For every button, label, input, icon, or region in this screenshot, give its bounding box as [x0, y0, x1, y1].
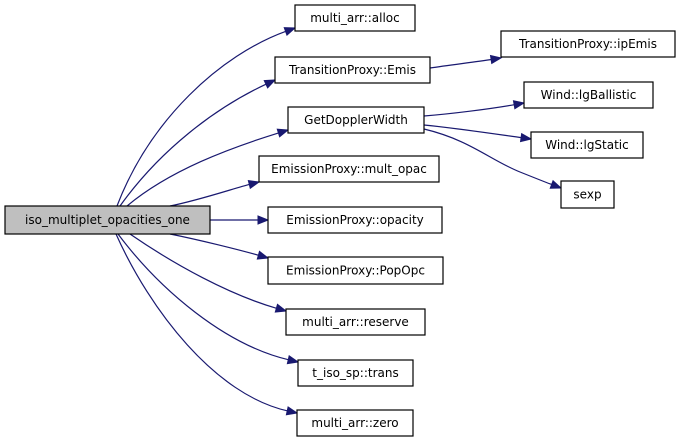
node-label: EmissionProxy::opacity [286, 213, 424, 227]
node-mult_opac[interactable]: EmissionProxy::mult_opac [258, 155, 440, 183]
node-box [296, 409, 414, 437]
node-opacity[interactable]: EmissionProxy::opacity [267, 206, 443, 234]
node-ipemis[interactable]: TransitionProxy::ipEmis [500, 30, 676, 58]
node-label: sexp [573, 188, 601, 202]
node-sexp[interactable]: sexp [560, 180, 615, 209]
edge-root-alloc [116, 27, 297, 207]
arrowhead-icon [549, 179, 563, 189]
edge-line [115, 233, 289, 412]
node-label: iso_multiplet_opacities_one [25, 213, 190, 227]
node-label: multi_arr::zero [311, 416, 398, 430]
edge-root-mult_opac [169, 179, 261, 207]
node-box [258, 155, 440, 183]
edge-root-opacity [210, 215, 270, 225]
nodes-layer: iso_multiplet_opacities_one multi_arr::al… [4, 4, 676, 437]
arrowhead-icon [489, 54, 503, 65]
node-alloc[interactable]: multi_arr::alloc [294, 4, 416, 32]
edge-line [423, 124, 523, 139]
node-doppler[interactable]: GetDopplerWidth [287, 106, 425, 134]
edge-doppler-sexp [423, 128, 563, 189]
node-box [560, 180, 615, 209]
arrowhead-icon [283, 27, 297, 37]
edges-layer [115, 27, 563, 416]
node-root[interactable]: iso_multiplet_opacities_one [4, 205, 211, 235]
edge-line [117, 233, 290, 361]
edge-line [129, 233, 278, 310]
node-box [294, 4, 416, 32]
arrowhead-icon [256, 250, 270, 260]
edge-emis-ipemis [429, 54, 503, 69]
node-box [523, 81, 654, 109]
node-label: GetDopplerWidth [304, 113, 408, 127]
arrowhead-icon [512, 100, 526, 110]
node-box [4, 205, 211, 235]
arrowhead-icon [274, 303, 288, 313]
node-box [297, 359, 414, 387]
node-box [500, 30, 676, 58]
edge-line [423, 128, 553, 186]
arrowhead-icon [519, 132, 533, 143]
node-label: EmissionProxy::mult_opac [271, 162, 427, 176]
node-label: EmissionProxy::PopOpc [286, 264, 425, 278]
edge-root-reserve [129, 233, 288, 313]
edge-line [169, 233, 260, 257]
edge-line [429, 58, 493, 69]
node-label: Wind::lgBallistic [541, 88, 637, 102]
node-emis[interactable]: TransitionProxy::Emis [274, 56, 431, 84]
node-zero[interactable]: multi_arr::zero [296, 409, 414, 437]
node-label: multi_arr::alloc [310, 11, 400, 25]
edge-line [169, 183, 251, 207]
node-label: TransitionProxy::Emis [288, 63, 416, 77]
node-box [530, 131, 644, 159]
edge-line [116, 30, 287, 207]
node-reserve[interactable]: multi_arr::reserve [285, 308, 426, 336]
edge-root-trans [117, 233, 300, 365]
node-label: t_iso_sp::trans [312, 366, 398, 380]
node-box [267, 206, 443, 234]
edge-doppler-static [423, 124, 533, 143]
edge-line [126, 132, 280, 207]
node-ballistic[interactable]: Wind::lgBallistic [523, 81, 654, 109]
node-static[interactable]: Wind::lgStatic [530, 131, 644, 159]
edge-root-emis [119, 79, 277, 207]
node-label: Wind::lgStatic [545, 138, 629, 152]
edge-line [119, 83, 268, 207]
node-box [274, 56, 431, 84]
arrowhead-icon [263, 79, 277, 89]
arrowhead-icon [257, 215, 270, 225]
edge-root-popopc [169, 233, 270, 260]
arrowhead-icon [286, 355, 300, 365]
edge-doppler-ballistic [423, 100, 526, 117]
arrowhead-icon [276, 128, 290, 138]
node-box [267, 256, 444, 285]
node-trans[interactable]: t_iso_sp::trans [297, 359, 414, 387]
arrowhead-icon [247, 179, 261, 190]
node-box [287, 106, 425, 134]
node-popopc[interactable]: EmissionProxy::PopOpc [267, 256, 444, 285]
edge-root-doppler [126, 128, 290, 207]
arrowhead-icon [285, 406, 299, 416]
edge-line [423, 103, 516, 117]
node-box [285, 308, 426, 336]
node-label: TransitionProxy::ipEmis [518, 37, 657, 51]
node-label: multi_arr::reserve [302, 315, 409, 329]
edge-root-zero [115, 233, 299, 416]
